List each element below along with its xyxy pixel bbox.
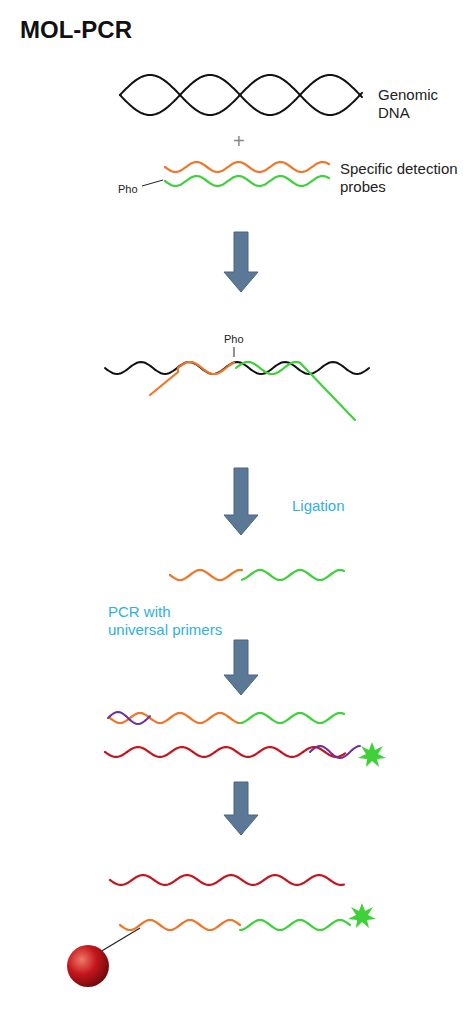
amplicon-strand — [110, 713, 240, 723]
fluorophore-star — [348, 903, 376, 928]
captured-amplicon — [240, 920, 350, 930]
dna-strand — [120, 75, 362, 115]
part-label: Genomic DNA — [378, 86, 468, 122]
plus-sign: + — [233, 129, 245, 153]
step-arrow — [224, 232, 258, 292]
probe-left — [150, 362, 234, 395]
labelled-primer — [310, 746, 360, 758]
ligated-probe — [242, 570, 344, 580]
step-arrow — [224, 640, 258, 695]
bead-linker — [100, 928, 140, 952]
step-arrow — [224, 782, 258, 835]
universal-primer — [108, 712, 150, 724]
step-arrow — [224, 468, 258, 535]
probe-right — [236, 362, 355, 420]
step-label: PCR with universal primers — [108, 603, 233, 639]
part-label: Specific detection probes — [340, 160, 465, 196]
phosphate-leader — [234, 347, 235, 357]
microsphere-bead — [67, 945, 109, 987]
phosphate-label: Pho — [118, 183, 138, 196]
probe-left — [165, 162, 329, 172]
phosphate-label: Pho — [224, 333, 244, 346]
dna-strand — [120, 75, 362, 115]
amplicon-strand — [240, 713, 344, 723]
step-label: Ligation — [292, 497, 345, 515]
probe-right — [165, 176, 329, 186]
fluorophore-star — [358, 742, 386, 767]
ligated-probe — [170, 570, 242, 580]
captured-amplicon — [120, 920, 240, 930]
phosphate-leader — [142, 180, 163, 186]
complementary-strand — [110, 875, 344, 885]
diagram-title: MOL-PCR — [20, 16, 132, 45]
